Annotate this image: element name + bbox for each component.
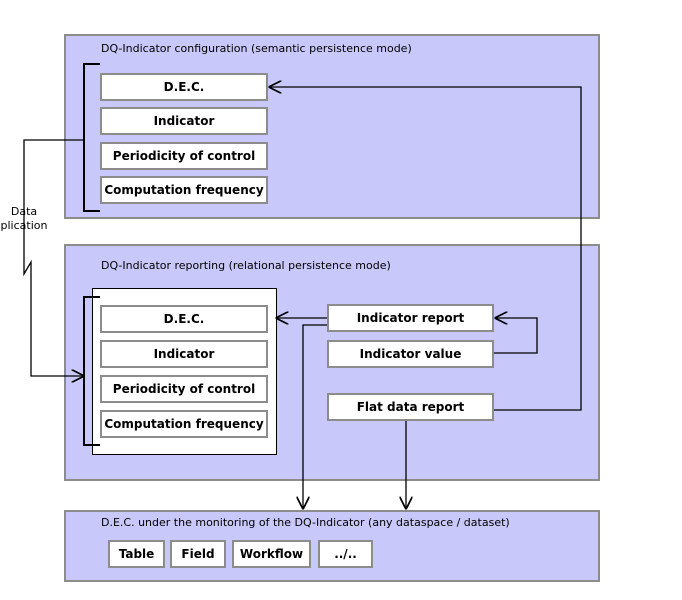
- reporting-panel-title: DQ-Indicator reporting (relational persi…: [101, 259, 391, 272]
- indicator-value-box: Indicator value: [327, 340, 494, 368]
- value-to-report-arrow: [494, 318, 538, 354]
- report-frequency-box: Computation frequency: [100, 410, 268, 438]
- table-box: Table: [108, 540, 165, 568]
- flat-report-to-config-arrow: [270, 87, 582, 411]
- config-dec-box: D.E.C.: [100, 73, 268, 101]
- flat-data-report-box: Flat data report: [327, 393, 494, 421]
- config-bracket: [83, 63, 100, 212]
- report-dec-box: D.E.C.: [100, 305, 268, 333]
- workflow-box: Workflow: [232, 540, 311, 568]
- config-indicator-box: Indicator: [100, 107, 268, 135]
- report-to-monitoring-arrow: [303, 324, 327, 508]
- field-box: Field: [170, 540, 226, 568]
- config-periodicity-box: Periodicity of control: [100, 142, 268, 170]
- config-frequency-box: Computation frequency: [100, 176, 268, 204]
- monitoring-panel-title: D.E.C. under the monitoring of the DQ-In…: [101, 516, 510, 529]
- indicator-report-box: Indicator report: [327, 304, 494, 332]
- report-indicator-box: Indicator: [100, 340, 268, 368]
- other-box: ../..: [318, 540, 373, 568]
- reporting-bracket: [83, 296, 100, 446]
- report-periodicity-box: Periodicity of control: [100, 375, 268, 403]
- config-panel-title: DQ-Indicator configuration (semantic per…: [101, 42, 412, 55]
- duplication-connector: [23, 139, 84, 376]
